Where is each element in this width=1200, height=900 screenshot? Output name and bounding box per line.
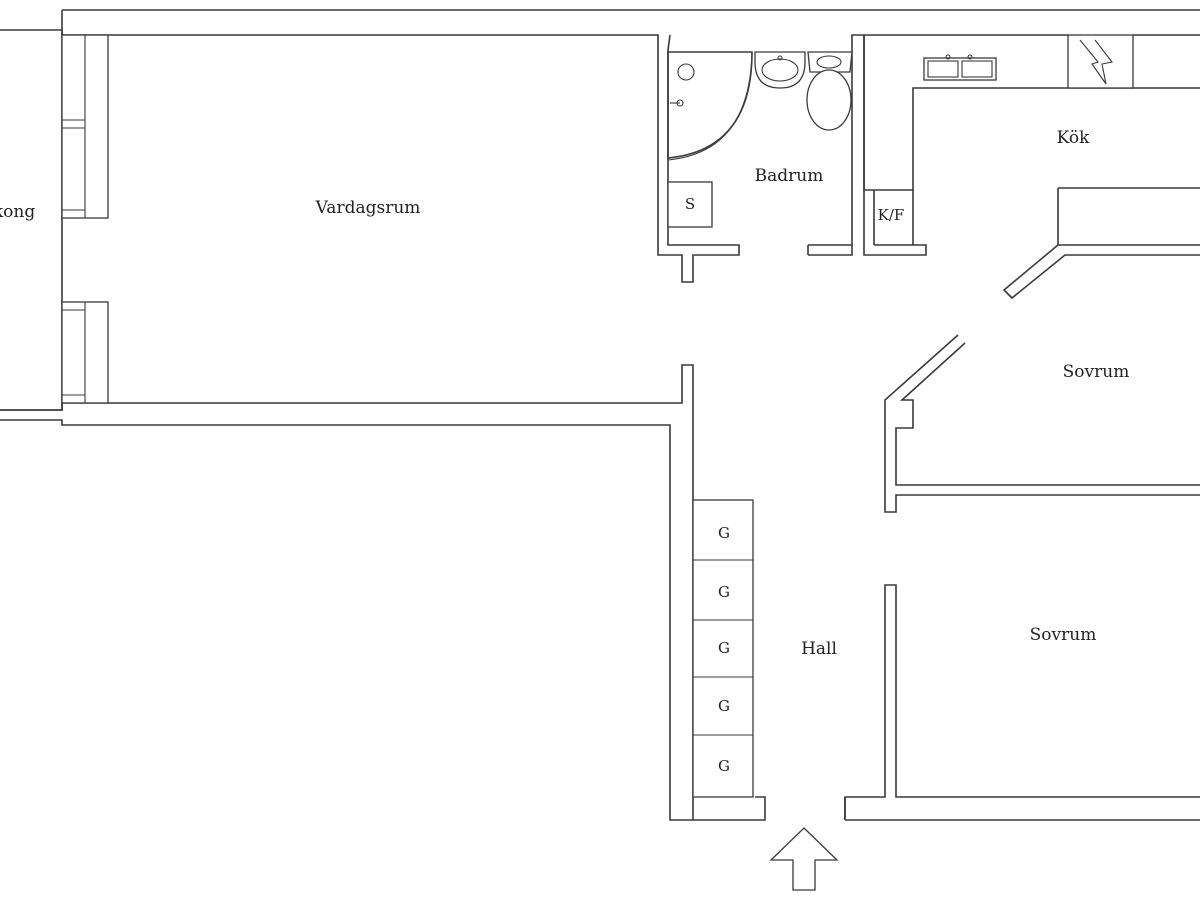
washbasin-icon	[754, 51, 806, 89]
wardrobe-label: G	[718, 639, 730, 657]
wardrobes	[692, 499, 754, 798]
kitchen-counter	[863, 35, 1200, 245]
exterior-walls	[0, 9, 1200, 821]
wardrobe-label: G	[718, 697, 730, 715]
shower-label: S	[685, 195, 695, 213]
bathroom-label: Badrum	[755, 166, 824, 186]
wardrobe-label: G	[718, 583, 730, 601]
hall-label: Hall	[801, 639, 837, 659]
wardrobe-label: G	[718, 757, 730, 775]
balcony-label: Balkong	[0, 202, 35, 222]
kitchen-sink-icon	[923, 54, 997, 81]
bedroom-walls	[884, 187, 1200, 513]
wardrobe-label: G	[718, 524, 730, 542]
toilet-icon	[806, 51, 853, 131]
fridge-freezer-label: K/F	[878, 206, 905, 224]
stove-icon	[1067, 34, 1134, 89]
bedroom-2-label: Sovrum	[1030, 625, 1097, 645]
kitchen-label: Kök	[1057, 128, 1090, 148]
shower-box	[667, 181, 713, 228]
bedroom-1-label: Sovrum	[1063, 362, 1130, 382]
shower-corner	[667, 51, 753, 161]
living-room-label: Vardagsrum	[315, 198, 421, 218]
entrance-arrow-icon	[769, 827, 839, 891]
